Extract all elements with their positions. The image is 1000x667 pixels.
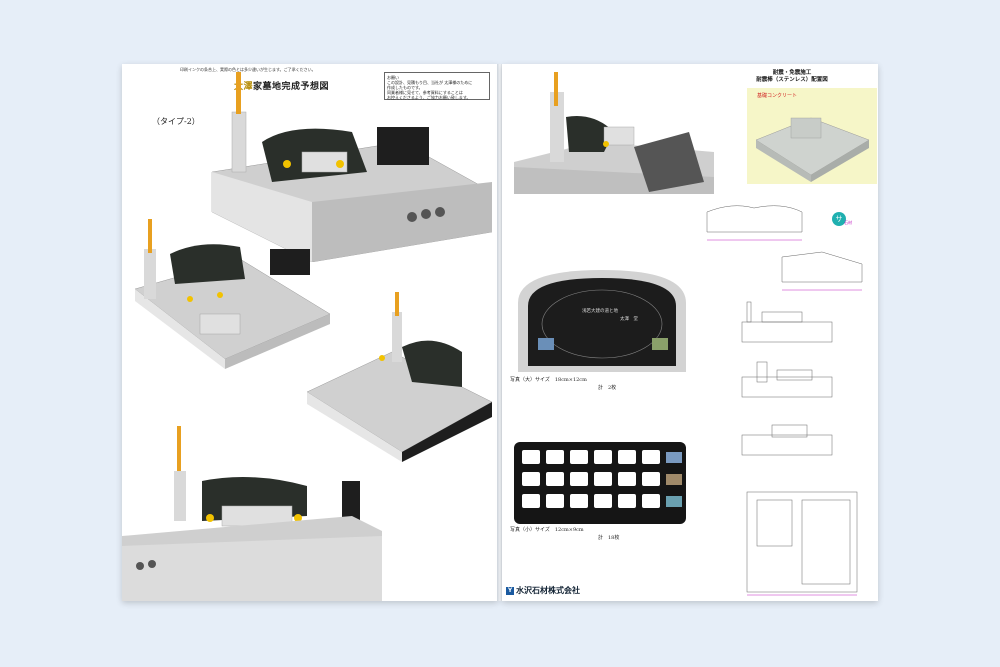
photo-slot <box>546 450 564 464</box>
photo-slot <box>522 450 540 464</box>
photo-slot <box>570 472 588 486</box>
photo-small-count: 計 18枚 <box>598 535 620 541</box>
grave-render-main <box>211 72 492 262</box>
company-name-text: 水沢石材株式会社 <box>516 586 580 595</box>
photo-thumbnail <box>666 496 682 507</box>
photo-thumbnail <box>666 474 682 485</box>
plaque-text-1: 浅若大建の道と地 <box>582 309 618 314</box>
photo-slot <box>522 494 540 508</box>
photo-slot <box>522 472 540 486</box>
title-rest: 家墓地完成予想図 <box>253 82 330 92</box>
photo-slot <box>642 472 660 486</box>
grave-render-side <box>134 219 331 369</box>
photo-big-caption: 写真（大）サイズ 18cm×12cm <box>510 377 587 383</box>
photo-slot <box>546 472 564 486</box>
plaque-text-2: 太澤 堂 <box>620 317 638 322</box>
badge-logo-icon: サ <box>832 212 846 226</box>
seismic-title-line: 耐震棒（ステンレス）配置図 <box>756 77 828 83</box>
photo-thumbnail <box>666 452 682 463</box>
photo-small-caption: 写真（小）サイズ 12cm×9cm <box>510 527 584 533</box>
technical-drawings <box>706 205 863 596</box>
print-notice: 印刷インクの条合上、実際の色とは多少違いが生じます。ご了承ください。 <box>180 67 316 72</box>
grave-render-rear <box>306 292 493 462</box>
photo-slot <box>594 450 612 464</box>
left-page: 印刷インクの条合上、実際の色とは多少違いが生じます。ご了承ください。 太澤家墓地… <box>122 64 498 601</box>
seismic-title: 耐震・免震施工 耐震棒（ステンレス）配置図 <box>732 70 852 84</box>
company-logo-icon: Y <box>506 586 514 595</box>
photo-slot <box>594 472 612 486</box>
photo-slot <box>618 450 636 464</box>
photo-slot <box>618 472 636 486</box>
photo-slot <box>570 450 588 464</box>
company-name: Y 水沢石材株式会社 <box>506 585 580 596</box>
title-family-name: 太澤 <box>234 82 254 92</box>
memo-line: お控えくださるよう、ご協力お願い致します。 <box>387 95 471 100</box>
photo-slot <box>546 494 564 508</box>
right-page: 耐震・免震施工 耐震棒（ステンレス）配置図 基礎コンクリート 浅若大建の道と地 … <box>502 64 878 601</box>
badge-text: 石材 <box>844 220 852 225</box>
photo-slot <box>618 494 636 508</box>
grave-render-front <box>122 426 382 601</box>
memo-heading: お願い <box>387 75 399 80</box>
photo-board <box>514 442 686 524</box>
memo-line: この設計、見積もり目、当社が 太澤様のために <box>387 80 473 85</box>
memo-line: 作成したものです。 <box>387 85 423 90</box>
foundation-3d-view <box>755 117 870 182</box>
memo-line: 同業者様に見せて、参考資料にすることは <box>387 90 463 95</box>
type-label: （タイプ-2） <box>152 117 200 126</box>
photo-slot <box>570 494 588 508</box>
concrete-foundation-diagram: 基礎コンクリート <box>747 88 877 184</box>
photo-slot <box>642 494 660 508</box>
grave-render-perspective <box>514 72 714 194</box>
request-memo: お願い この設計、見積もり目、当社が 太澤様のために 作成したものです。 同業者… <box>384 72 490 100</box>
seismic-title-line: 耐震・免震施工 <box>772 70 812 76</box>
photo-slot <box>594 494 612 508</box>
photo-slot <box>642 450 660 464</box>
page-title: 太澤家墓地完成予想図 <box>234 79 329 92</box>
photo-big-count: 計 2枚 <box>598 385 617 391</box>
concrete-label: 基礎コンクリート <box>757 93 798 99</box>
book-spine <box>497 64 503 601</box>
stone-plaque <box>518 270 686 372</box>
